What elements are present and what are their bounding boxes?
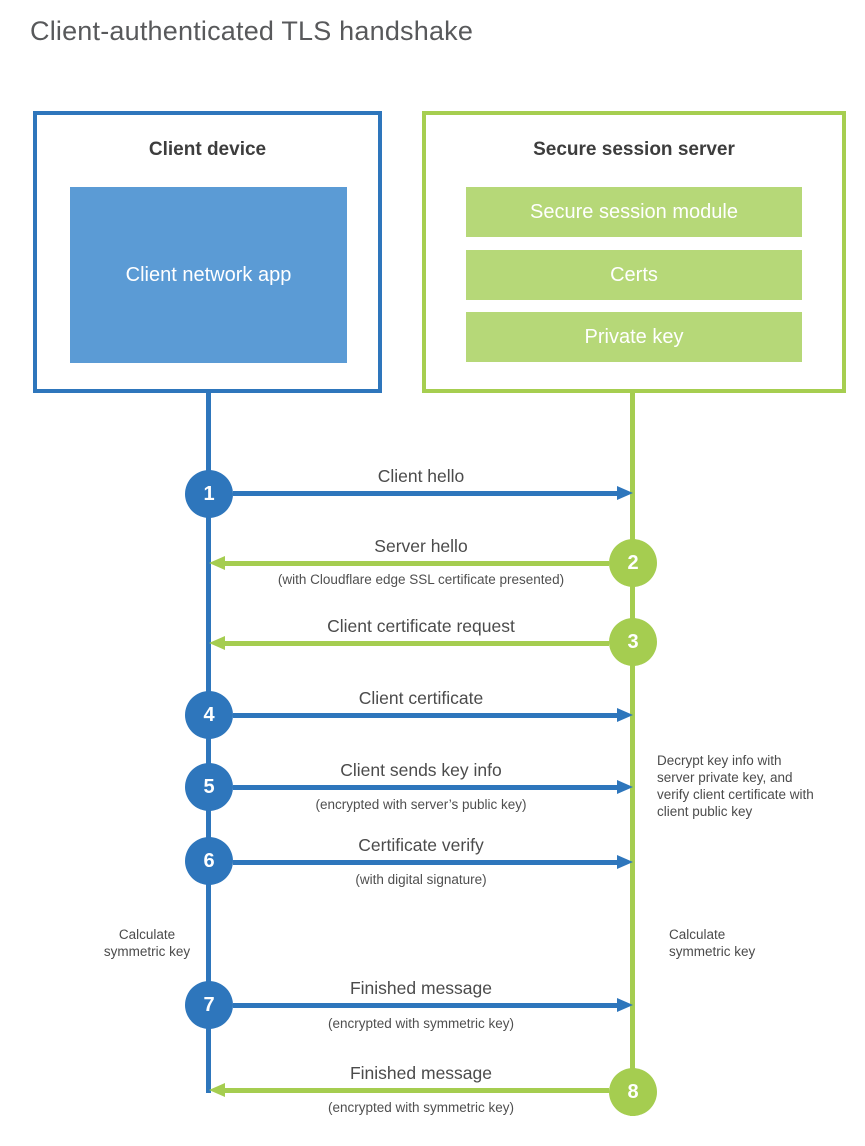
- step-6-label: Certificate verify: [358, 835, 484, 855]
- step-2-circle: 2: [609, 539, 657, 587]
- step-8-label: Finished message: [349, 1063, 493, 1083]
- server-lifeline: [630, 393, 635, 1116]
- step-4-circle: 4: [185, 691, 233, 739]
- step-7-label: Finished message: [349, 978, 493, 998]
- calculate-symmetric-key-server: Calculate symmetric key: [669, 927, 756, 960]
- step-7-arrowhead-right-icon: [617, 998, 633, 1012]
- step-4-arrowhead-right-icon: [617, 708, 633, 722]
- client-network-app-rect: Client network app: [70, 187, 347, 363]
- step-8-circle: 8: [609, 1068, 657, 1116]
- client-device-box: Client device Client network app: [33, 111, 382, 393]
- step-8-arrowhead-left-icon: [209, 1083, 225, 1097]
- server-module-private-key: Private key: [466, 312, 802, 362]
- page-title: Client-authenticated TLS handshake: [30, 16, 474, 46]
- secure-session-server-box: Secure session server Secure session mod…: [422, 111, 846, 393]
- step-2-arrowhead-left-icon: [209, 556, 225, 570]
- step-6-arrowhead-right-icon: [617, 855, 633, 869]
- step-8-arrow-line: [225, 1088, 609, 1093]
- step-1-circle: 1: [185, 470, 233, 518]
- step-7-subtext: (encrypted with symmetric key): [327, 1016, 515, 1031]
- calculate-symmetric-key-client: Calculate symmetric key: [103, 927, 191, 960]
- step-5-circle: 5: [185, 763, 233, 811]
- step-3-circle: 3: [609, 618, 657, 666]
- client-lifeline: [206, 393, 211, 1093]
- step-5-subtext: (encrypted with server’s public key): [315, 797, 527, 812]
- step-5-arrow-line: [233, 785, 617, 790]
- step-6-circle: 6: [185, 837, 233, 885]
- step-2-arrow-line: [225, 561, 609, 566]
- step-2-label: Server hello: [374, 536, 468, 556]
- step-6-arrow-line: [233, 860, 617, 865]
- server-decrypt-note: Decrypt key info with server private key…: [657, 753, 814, 820]
- step-7-circle: 7: [185, 981, 233, 1029]
- step-2-subtext: (with Cloudflare edge SSL certificate pr…: [277, 572, 565, 587]
- step-3-label: Client certificate request: [327, 616, 515, 636]
- step-3-arrowhead-left-icon: [209, 636, 225, 650]
- client-network-app-label: Client network app: [125, 264, 292, 286]
- step-8-subtext: (encrypted with symmetric key): [327, 1100, 515, 1115]
- secure-session-server-title: Secure session server: [533, 139, 735, 160]
- step-3-arrow-line: [225, 641, 609, 646]
- step-5-label: Client sends key info: [340, 760, 502, 780]
- step-4-arrow-line: [233, 713, 617, 718]
- step-4-label: Client certificate: [358, 688, 484, 708]
- step-1-arrowhead-right-icon: [617, 486, 633, 500]
- step-7-arrow-line: [233, 1003, 617, 1008]
- step-6-subtext: (with digital signature): [355, 872, 487, 887]
- step-5-arrowhead-right-icon: [617, 780, 633, 794]
- step-1-arrow-line: [233, 491, 617, 496]
- server-module-certs: Certs: [466, 250, 802, 300]
- client-device-title: Client device: [148, 139, 267, 160]
- server-module-secure-session: Secure session module: [466, 187, 802, 237]
- step-1-label: Client hello: [377, 466, 465, 486]
